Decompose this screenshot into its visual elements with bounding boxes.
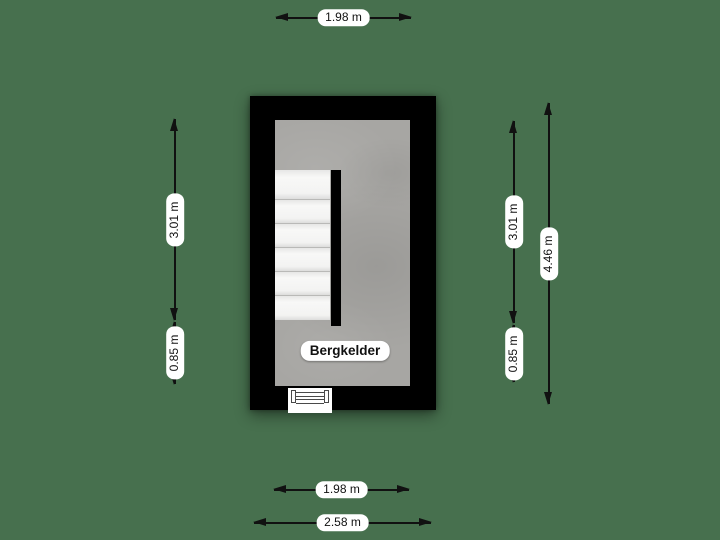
window-pane	[296, 392, 324, 404]
arrowhead-left-icon	[275, 13, 288, 21]
dimension-label: 0.85 m	[165, 326, 184, 380]
arrowhead-down-icon	[509, 311, 517, 324]
arrowhead-down-icon	[170, 308, 178, 321]
dimension-label: 3.01 m	[165, 193, 184, 246]
dimension-bottom-outer: 2.58 m	[253, 513, 432, 532]
stair-step	[275, 224, 330, 248]
dimension-bottom-inner: 1.98 m	[273, 480, 410, 499]
stair-side-wall	[331, 170, 341, 326]
dimension-label: 2.58 m	[316, 513, 369, 532]
dimension-label: 0.85 m	[504, 327, 523, 380]
dimension-right-lower: 0.85 m	[504, 324, 523, 383]
arrowhead-up-icon	[170, 118, 178, 131]
dimension-top-width: 1.98 m	[275, 8, 412, 27]
arrowhead-up-icon	[509, 120, 517, 133]
stair-step	[275, 170, 330, 200]
dimension-label: 4.46 m	[539, 227, 558, 280]
staircase	[275, 170, 330, 320]
arrowhead-right-icon	[397, 485, 410, 493]
arrowhead-down-icon	[544, 392, 552, 405]
dimension-label: 3.01 m	[504, 195, 523, 249]
dimension-label: 1.98 m	[317, 8, 370, 27]
stair-step	[275, 272, 330, 296]
window-post-right	[324, 390, 329, 403]
dimension-left-upper: 3.01 m	[165, 118, 184, 321]
dimension-right-upper: 3.01 m	[504, 120, 523, 324]
basement-window	[288, 388, 332, 413]
stair-step	[275, 248, 330, 272]
window-post-left	[291, 390, 296, 403]
arrowhead-up-icon	[544, 102, 552, 115]
stair-step	[275, 200, 330, 224]
arrowhead-left-icon	[273, 485, 286, 493]
dimension-label: 1.98 m	[315, 480, 368, 499]
dimension-right-total: 4.46 m	[539, 102, 558, 405]
arrowhead-right-icon	[419, 518, 432, 526]
room-label: Bergkelder	[300, 340, 390, 362]
arrowhead-right-icon	[399, 13, 412, 21]
stair-step	[275, 296, 330, 320]
arrowhead-left-icon	[253, 518, 266, 526]
dimension-left-lower: 0.85 m	[165, 321, 184, 385]
